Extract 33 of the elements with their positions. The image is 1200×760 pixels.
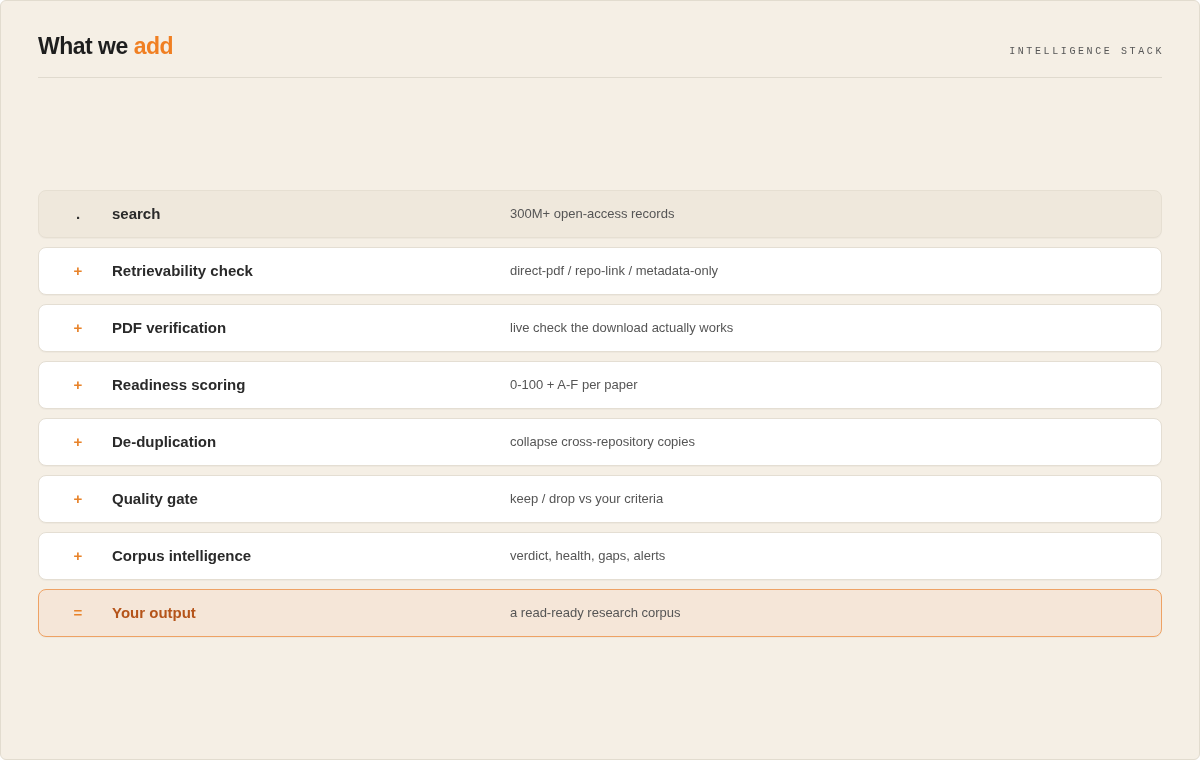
step-name: Corpus intelligence <box>112 545 253 566</box>
step-description: verdict, health, gaps, alerts <box>510 547 666 566</box>
step-description: 0-100 + A-F per paper <box>510 376 638 395</box>
step-description: keep / drop vs your criteria <box>510 490 664 509</box>
stack-row <box>38 589 1162 637</box>
step-name: Quality gate <box>112 488 199 509</box>
step-name: De-duplication <box>112 431 218 452</box>
title: What we add <box>38 32 174 61</box>
step-description: live check the download actually works <box>510 319 734 338</box>
row-symbol: + <box>72 317 84 338</box>
stack-row <box>38 532 1162 580</box>
stack-row <box>38 418 1162 466</box>
row-symbol: + <box>72 260 84 281</box>
step-name: search <box>112 203 162 224</box>
step-description: 300M+ open-access records <box>510 205 675 224</box>
row-symbol: = <box>72 602 84 623</box>
step-description: collapse cross-repository copies <box>510 433 695 452</box>
row-symbol: + <box>72 374 84 395</box>
section-label: INTELLIGENCE STACK <box>1009 45 1164 59</box>
stack-row <box>38 247 1162 295</box>
step-name: PDF verification <box>112 317 228 338</box>
step-name: Your output <box>112 602 197 623</box>
row-symbol: . <box>74 203 82 224</box>
step-name: Readiness scoring <box>112 374 247 395</box>
step-name: Retrievability check <box>112 260 254 281</box>
step-description: direct-pdf / repo-link / metadata-only <box>510 262 719 281</box>
row-symbol: + <box>72 545 84 566</box>
stack-row <box>38 361 1162 409</box>
stack-row <box>38 475 1162 523</box>
row-symbol: + <box>72 488 84 509</box>
step-description: a read-ready research corpus <box>510 604 681 623</box>
row-symbol: + <box>72 431 84 452</box>
stack-row <box>38 304 1162 352</box>
